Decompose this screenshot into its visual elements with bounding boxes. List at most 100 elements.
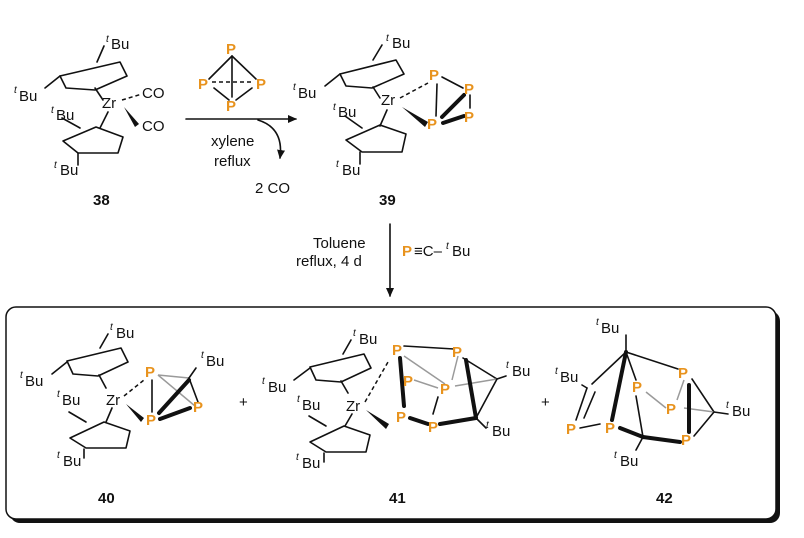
text-label: Bu [60,162,78,179]
phosphorus-atom-label: P [146,412,156,429]
bond-line [475,378,498,419]
phosphorus-atom-label: P [256,76,266,93]
text-label: Bu [512,363,530,380]
phosphorus-atom-label: P [429,67,439,84]
label-42: 42 [656,490,673,507]
wedge-bond [402,107,428,127]
phosphorus-atom-label: P [396,409,406,426]
text-label: Bu [268,379,286,396]
bond-line [451,355,459,381]
text-label: ≡C– [414,243,443,260]
phosphorus-atom-label: P [193,399,203,416]
bond-line [51,361,68,375]
bond-line [364,361,389,403]
wedge-bond [366,410,389,429]
text-label: t [555,366,559,377]
bond-line [441,114,466,125]
bond-line [618,426,645,439]
text-label: t [57,389,61,400]
bond-line [61,117,81,129]
text-label: Bu [601,320,619,337]
phosphorus-atom-label: P [605,420,615,437]
p4-reagent: P P P P [198,41,266,115]
bond-line [641,435,682,444]
bond-line [413,379,439,389]
bond-line [105,407,113,423]
bond-line [188,377,199,403]
text-label: t [486,420,490,431]
plus-1: + [239,394,248,411]
label-41: 41 [389,490,406,507]
phosphorus-atom-label: P [403,373,413,390]
text-label: Zr [381,92,395,109]
text-label: Bu [298,85,316,102]
bond-line [324,73,341,87]
text-label: Bu [62,392,80,409]
text-label: t [336,159,340,170]
text-label: t [726,400,730,411]
bond-line [94,87,104,101]
phosphorus-atom-label: P [632,379,642,396]
text-label: 2 CO [255,180,290,197]
label-40: 40 [98,490,115,507]
phosphorus-atom-label: P [392,342,402,359]
arrow-step-2: Toluene reflux, 4 d P ≡C– t Bu [296,223,470,297]
text-label: xylene [211,133,254,150]
bond-line [399,82,429,99]
text-label: Bu [359,331,377,348]
text-label: t [20,370,24,381]
bond-line [99,111,109,129]
bond-line [342,339,352,355]
bond-line [441,76,464,89]
phosphorus-atom-label: P [566,421,576,438]
text-label: t [293,82,297,93]
text-label: t [297,394,301,405]
label-39: 39 [379,192,396,209]
text-label: t [57,450,61,461]
bond-line [635,395,644,438]
bond-line [308,415,327,427]
text-label: Bu [560,369,578,386]
bond-line [583,391,596,419]
bond-line [693,411,715,437]
phosphorus-atom-label: P [666,401,676,418]
bond-line [496,375,507,380]
text-label: t [110,322,114,333]
cyclopentadienyl-ring [59,61,128,91]
text-label: Bu [338,104,356,121]
cyclopentadienyl-ring [62,126,124,154]
phosphorus-atom-label: P [145,364,155,381]
wedge-bond [126,404,144,422]
text-label: Bu [63,453,81,470]
bond-line [676,379,685,401]
bond-line [581,384,588,389]
bond-line [403,345,455,350]
text-label: reflux [214,153,251,170]
bond-line [344,115,363,129]
bond-line [188,367,197,379]
bond-line [464,358,478,420]
plus-2: + [541,394,550,411]
text-label: Zr [106,392,120,409]
bond-line [293,367,311,381]
bond-line [379,109,388,127]
bond-line [579,423,601,429]
phosphorus-atom-label: P [428,419,438,436]
bond-line [625,351,637,381]
text-label: Bu [492,423,510,440]
bond-line [340,380,349,394]
text-label: Bu [342,162,360,179]
text-label: Zr [346,398,360,415]
bond-line [691,378,715,413]
bond-line [403,355,446,385]
text-label: Bu [111,36,129,53]
compound-40: t Bu t Bu Zr t Bu t Bu t Bu P P P 40 [20,322,224,507]
text-label: Bu [452,243,470,260]
product-frame [5,306,777,520]
text-label: t [106,34,110,45]
phosphorus-atom-label: P [226,41,236,58]
cyclopentadienyl-ring [66,347,129,377]
bond-line [99,333,109,349]
bond-line [157,374,190,379]
text-label: t [596,317,600,328]
